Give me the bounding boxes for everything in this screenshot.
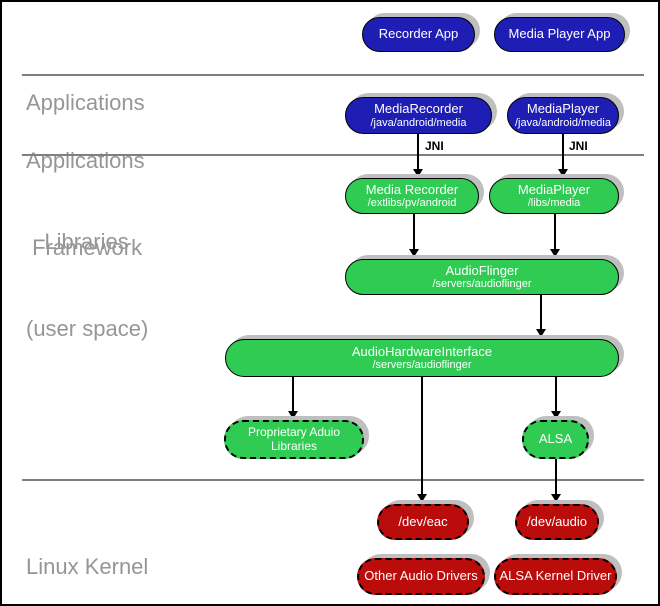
node-title: ALSA Kernel Driver bbox=[499, 568, 612, 584]
arrow-shaft bbox=[421, 377, 423, 495]
section-label-line: Libraries bbox=[26, 229, 129, 254]
arrow-head bbox=[536, 329, 546, 337]
node-title: Proprietary Aduio bbox=[247, 425, 341, 440]
arrow-ahi-to-alsa bbox=[551, 377, 561, 419]
node-recorder-app: Recorder App bbox=[362, 17, 475, 52]
arrow-mediarecorder-to-media-recorder bbox=[413, 134, 423, 177]
node-proprietary-audio-libraries: Proprietary Aduio Libraries bbox=[224, 420, 364, 459]
section-label-libraries-user-space: Libraries (user space) bbox=[26, 169, 148, 401]
arrow-head bbox=[417, 494, 427, 502]
node-path: /servers/audioflinger bbox=[432, 278, 532, 291]
section-label-applications-framework: Applications Framework bbox=[26, 88, 145, 320]
node-audio-hardware-interface: AudioHardwareInterface /servers/audiofli… bbox=[225, 339, 619, 377]
arrow-head bbox=[551, 494, 561, 502]
node-path: /libs/media bbox=[527, 197, 581, 210]
arrow-shaft bbox=[413, 214, 415, 250]
divider-applications-framework bbox=[22, 74, 644, 76]
node-title: MediaPlayer bbox=[526, 101, 600, 117]
arrow-mediaplayer-to-mediaplayer-lib bbox=[558, 134, 568, 177]
node-path: /java/android/media bbox=[370, 116, 467, 129]
arrow-head bbox=[413, 169, 423, 177]
divider-libraries-kernel bbox=[22, 479, 644, 481]
node-audioflinger: AudioFlinger /servers/audioflinger bbox=[345, 259, 619, 295]
section-label-line: Linux Kernel bbox=[26, 554, 149, 579]
arrow-alsa-to-dev-audio bbox=[551, 459, 561, 502]
node-mediaplayer-lib: MediaPlayer /libs/media bbox=[489, 178, 619, 214]
node-other-audio-drivers: Other Audio Drivers bbox=[357, 558, 485, 595]
arrow-shaft bbox=[554, 214, 556, 250]
node-mediaplayer-framework: MediaPlayer /java/android/media bbox=[507, 97, 619, 134]
node-title: Libraries bbox=[270, 438, 318, 453]
node-path: /java/android/media bbox=[514, 116, 611, 129]
node-alsa: ALSA bbox=[522, 420, 589, 459]
node-mediarecorder-framework: MediaRecorder /java/android/media bbox=[345, 97, 492, 134]
jni-label-left: JNI bbox=[425, 139, 444, 153]
node-title: Media Recorder bbox=[365, 181, 459, 197]
arrow-head bbox=[409, 249, 419, 257]
arrow-shaft bbox=[562, 134, 564, 170]
divider-framework-libraries bbox=[22, 154, 644, 156]
node-title: MediaPlayer bbox=[517, 181, 591, 197]
arrow-media-recorder-to-audioflinger bbox=[409, 214, 419, 257]
node-title: /dev/eac bbox=[398, 513, 448, 529]
arrow-shaft bbox=[292, 377, 294, 412]
node-title: AudioHardwareInterface bbox=[351, 343, 493, 359]
node-alsa-kernel-driver: ALSA Kernel Driver bbox=[494, 558, 617, 595]
arrow-ahi-to-proprietary bbox=[288, 377, 298, 419]
arrow-shaft bbox=[555, 459, 557, 495]
node-dev-audio: /dev/audio bbox=[515, 504, 599, 540]
section-label-line: Applications bbox=[26, 90, 145, 115]
node-title: /dev/audio bbox=[527, 513, 587, 529]
node-title: Other Audio Drivers bbox=[364, 568, 478, 584]
arrow-head bbox=[550, 249, 560, 257]
node-title: MediaRecorder bbox=[374, 101, 463, 117]
jni-label-right: JNI bbox=[569, 139, 588, 153]
arrow-shaft bbox=[555, 377, 557, 412]
arrow-ahi-to-dev-eac bbox=[417, 377, 427, 502]
section-label-applications: Applications bbox=[26, 30, 145, 175]
section-label-line: Applications bbox=[26, 148, 145, 173]
section-label-linux-kernel: Linux Kernel bbox=[26, 494, 149, 604]
section-label-line: (user space) bbox=[26, 316, 149, 341]
node-title: ALSA bbox=[538, 431, 573, 447]
node-title: AudioFlinger bbox=[445, 262, 519, 278]
node-media-player-app: Media Player App bbox=[494, 17, 625, 52]
node-path: /servers/audioflinger bbox=[372, 359, 472, 372]
arrow-head bbox=[558, 169, 568, 177]
node-dev-eac: /dev/eac bbox=[377, 504, 469, 540]
arrow-shaft bbox=[540, 295, 542, 330]
arrow-mediaplayer-to-audioflinger bbox=[550, 214, 560, 257]
section-label-line: Framework bbox=[26, 235, 143, 260]
arrow-audioflinger-to-ahi bbox=[536, 295, 546, 337]
arrow-shaft bbox=[417, 134, 419, 170]
node-title: Media Player App bbox=[508, 26, 611, 42]
node-media-recorder-lib: Media Recorder /extlibs/pv/android bbox=[345, 178, 479, 214]
arrow-head bbox=[288, 411, 298, 419]
node-path: /extlibs/pv/android bbox=[367, 197, 457, 210]
arrow-head bbox=[551, 411, 561, 419]
node-title: Recorder App bbox=[378, 26, 459, 42]
